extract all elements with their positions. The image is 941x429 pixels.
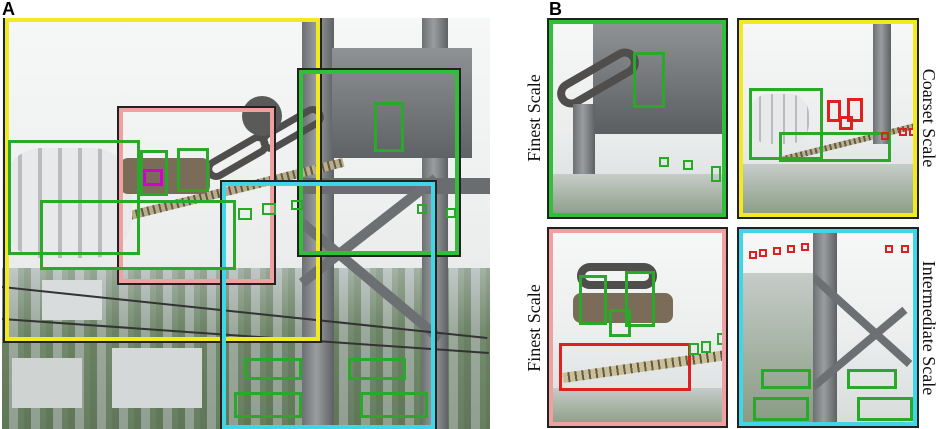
tower-leg [813, 233, 837, 422]
detection-box [291, 200, 303, 210]
detection-box [689, 343, 699, 355]
detection-box-red [881, 132, 889, 140]
detection-box-red [559, 343, 691, 391]
cityscape [553, 388, 722, 422]
detection-box-red [749, 251, 757, 259]
panel-b-label: B [549, 0, 562, 19]
detection-box-red [773, 247, 781, 255]
detection-box [244, 358, 302, 380]
detection-box [177, 148, 209, 192]
detection-box [761, 369, 811, 389]
tower-top [593, 24, 722, 134]
scale-label-intermediate: Intermediate Scale [919, 260, 939, 396]
detection-box [625, 271, 655, 327]
detection-box [40, 200, 236, 270]
scale-label-finest-bottom: Finest Scale [524, 284, 544, 372]
detection-box [140, 150, 168, 196]
clevis-plate [242, 96, 282, 136]
fitting [573, 293, 673, 323]
detection-box [360, 392, 428, 418]
cityscape [553, 174, 722, 213]
cityscape [743, 164, 913, 213]
detection-box-red [901, 245, 909, 253]
detection-box-red [801, 243, 809, 251]
detection-box [711, 166, 721, 182]
detection-box-red [909, 128, 913, 136]
detection-box [234, 392, 302, 418]
panel-a-photo [2, 18, 490, 429]
detection-box-magenta [143, 169, 163, 186]
detection-box [8, 140, 140, 255]
detection-box-red [839, 116, 853, 130]
intermediate-scale-frame [220, 180, 437, 429]
detection-box [847, 369, 897, 389]
fine-scale-frame-green [297, 68, 461, 257]
tower-leg [873, 24, 891, 144]
detection-box [609, 309, 631, 337]
detection-box [238, 208, 252, 220]
finest-scale-crop-green [547, 18, 728, 219]
detection-box [701, 341, 711, 353]
detection-box [717, 333, 722, 345]
detection-box-red [827, 100, 841, 122]
detection-box [779, 132, 891, 162]
panel-a-label: A [2, 0, 15, 19]
detection-box [374, 102, 404, 152]
detection-box [753, 397, 809, 421]
scale-label-finest-top: Finest Scale [524, 74, 544, 162]
detection-box [446, 208, 456, 218]
insulator-discs [2, 148, 132, 258]
scale-label-coarset: Coarset Scale [919, 68, 939, 168]
detection-box [579, 275, 607, 325]
intermediate-scale-crop [737, 227, 919, 428]
detection-box [749, 88, 823, 160]
detection-box [417, 204, 427, 214]
detection-box-red [759, 249, 767, 257]
detection-box [262, 203, 276, 215]
coarse-scale-frame [3, 18, 322, 343]
detection-box [659, 157, 669, 167]
detection-box [348, 358, 406, 380]
detection-box [857, 397, 913, 421]
building [112, 348, 202, 408]
building [42, 280, 102, 320]
detection-box-red [787, 245, 795, 253]
finest-scale-crop-pink [547, 227, 728, 428]
detection-box-red [885, 245, 893, 253]
coarse-scale-crop [737, 18, 919, 219]
fine-scale-frame-pink [117, 106, 276, 285]
detection-box [683, 160, 693, 170]
detection-box [633, 52, 665, 108]
building [12, 358, 82, 408]
detection-box-red [899, 128, 907, 136]
detection-box-red [847, 98, 863, 122]
